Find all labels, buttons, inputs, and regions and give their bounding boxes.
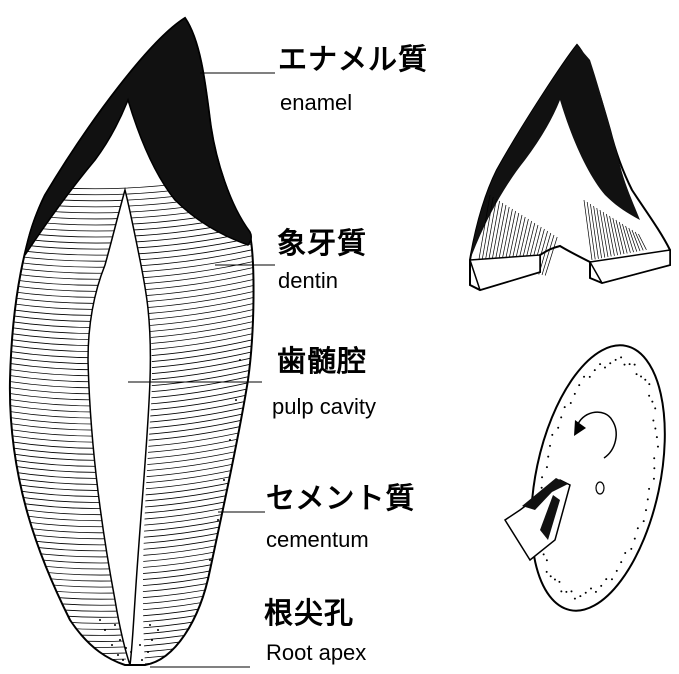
disc-dot — [579, 595, 581, 597]
label-cementum-ja: セメント質 — [266, 475, 415, 517]
disc-dot — [653, 478, 655, 480]
disc-dot — [558, 581, 560, 583]
disc-dot — [557, 427, 559, 429]
disc-dot — [595, 591, 597, 593]
disc-dot — [636, 373, 638, 375]
disc-dot — [541, 476, 543, 478]
disc-dot — [574, 598, 576, 600]
disc-dot — [624, 364, 626, 366]
disc-dot — [570, 590, 572, 592]
disc-dot — [541, 487, 543, 489]
disc-dot — [656, 436, 658, 438]
disc-dot — [620, 561, 622, 563]
disc-dot — [546, 466, 548, 468]
tooth-section — [0, 18, 275, 667]
disc-dot — [653, 467, 655, 469]
label-dentin-ja: 象牙質 — [277, 220, 367, 262]
disc-dot — [550, 575, 552, 577]
disc-dot — [654, 427, 656, 429]
disc-dot — [657, 446, 659, 448]
disc-dot — [604, 366, 606, 368]
disc-dot — [560, 590, 562, 592]
disc-dot — [620, 356, 622, 358]
disc-dot — [564, 406, 566, 408]
disc-dot — [594, 369, 596, 371]
disc-dot — [583, 376, 585, 378]
label-enamel-en: enamel — [280, 90, 352, 116]
label-enamel-ja: エナメル質 — [278, 36, 428, 78]
disc-dot — [645, 509, 647, 511]
label-pulp-ja: 歯髄腔 — [277, 338, 367, 380]
rotation-disc-diagram — [505, 333, 679, 623]
disc-dot — [630, 548, 632, 550]
disc-dot — [640, 375, 642, 377]
disc-dot — [565, 591, 567, 593]
disc-dot — [653, 457, 655, 459]
disc-dot — [647, 498, 649, 500]
disc-dot — [551, 434, 553, 436]
label-apex-ja: 根尖孔 — [264, 590, 354, 632]
disc-dot — [648, 488, 650, 490]
disc-dot — [634, 364, 636, 366]
disc-dot — [624, 552, 626, 554]
disc-dot — [578, 384, 580, 386]
disc-dot — [547, 456, 549, 458]
disc-dot — [546, 559, 548, 561]
disc-dot — [554, 579, 556, 581]
label-cementum-en: cementum — [266, 527, 369, 553]
tooth-block-3d — [470, 45, 670, 290]
label-pulp-en: pulp cavity — [272, 394, 376, 420]
disc-dot — [599, 363, 601, 365]
disc-dot — [549, 445, 551, 447]
disc-dot — [616, 570, 618, 572]
disc-dot — [643, 520, 645, 522]
disc-dot — [648, 383, 650, 385]
disc-dot — [600, 585, 602, 587]
label-apex-en: Root apex — [266, 640, 366, 666]
disc-dot — [574, 393, 576, 395]
disc-dot — [611, 578, 613, 580]
disc-dot — [634, 538, 636, 540]
disc-dot — [648, 395, 650, 397]
disc-dot — [543, 553, 545, 555]
disc-dot — [546, 571, 548, 573]
disc-dot — [560, 416, 562, 418]
disc-dot — [654, 407, 656, 409]
disc-dot — [615, 359, 617, 361]
disc-dot — [570, 402, 572, 404]
disc-dot — [609, 362, 611, 364]
disc-dot — [585, 592, 587, 594]
disc-dot — [652, 420, 654, 422]
disc-dot — [629, 363, 631, 365]
disc-dot — [589, 376, 591, 378]
disc-dot — [605, 578, 607, 580]
disc-dot — [590, 588, 592, 590]
disc-dot — [637, 527, 639, 529]
label-dentin-en: dentin — [278, 268, 338, 294]
disc-dot — [651, 401, 653, 403]
disc-dot — [644, 379, 646, 381]
